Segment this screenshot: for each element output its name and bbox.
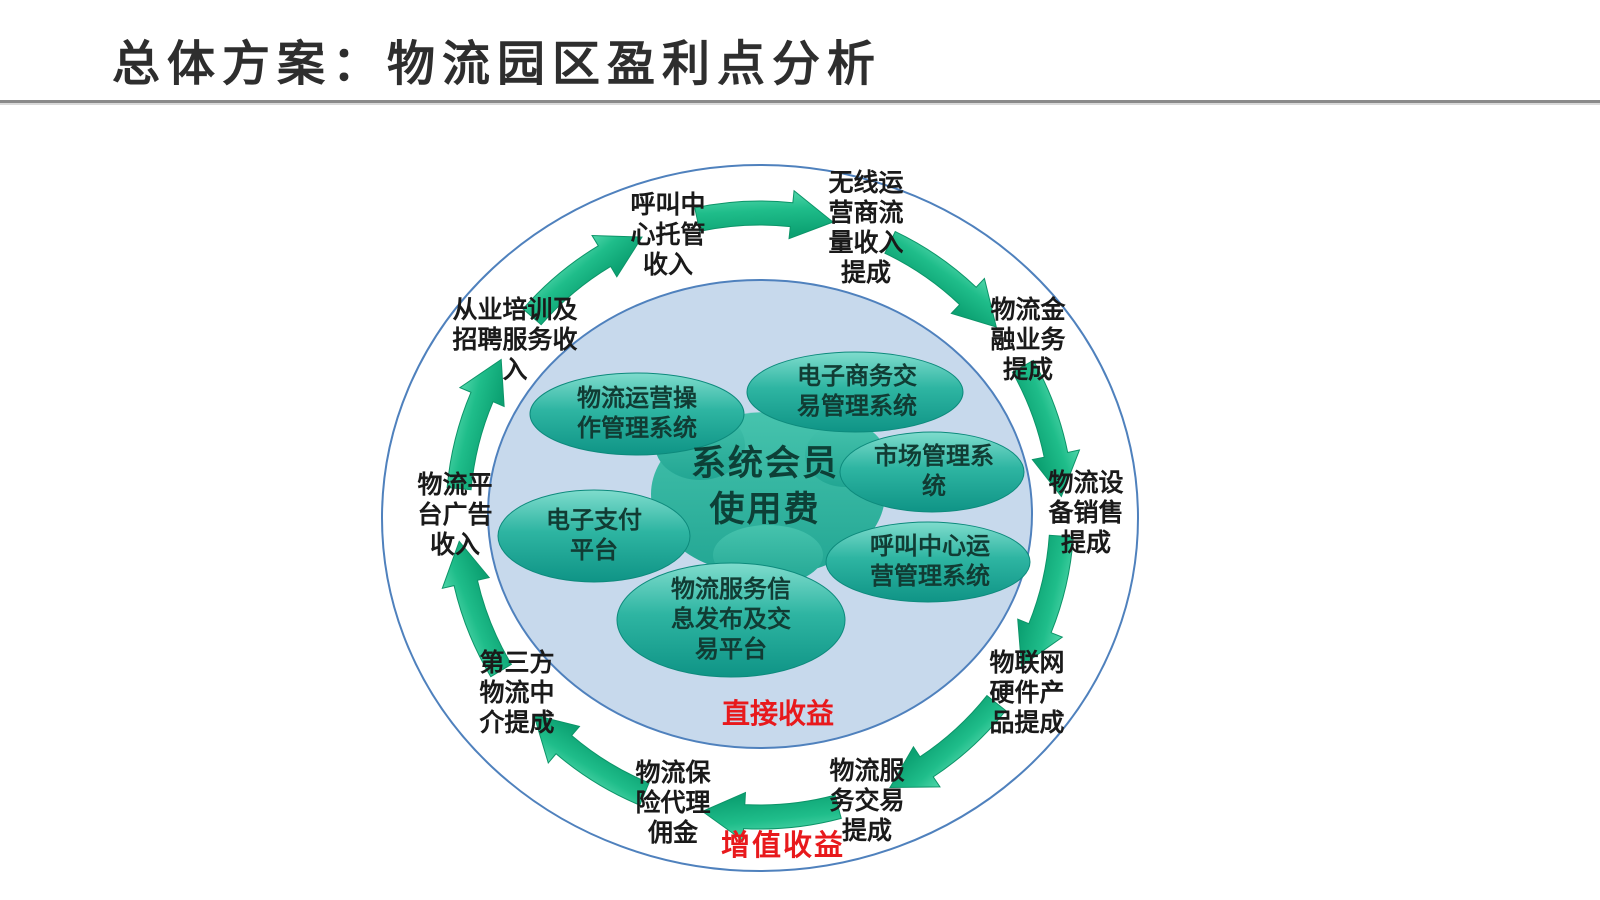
ellipse-ecommerce-trade-mgmt-system [746, 351, 964, 433]
ellipse-logistics-info-trade-platform [616, 562, 846, 678]
revenue-label-service-transaction: 物流服 务交易 提成 [829, 757, 905, 845]
center-fee-label: 系统会员 使用费 [690, 444, 840, 529]
system-label-ecommerce-trade: 电子商务交 易管理系统 [797, 363, 917, 420]
revenue-label-training-recruitment: 从业培训及 招聘服务收 入 [452, 296, 578, 384]
revenue-label-equipment-sales: 物流设 备销售 提成 [1048, 469, 1124, 557]
revenue-label-insurance-agency: 物流保 险代理 佣金 [635, 759, 711, 847]
revenue-label-platform-advertising: 物流平 台广告 收入 [417, 471, 493, 559]
revenue-label-third-party-intermediary: 第三方 物流中 介提成 [479, 649, 555, 737]
system-label-logistics-operation: 物流运营操 作管理系统 [577, 385, 697, 442]
page-title: 总体方案：物流园区盈利点分析 [112, 38, 883, 91]
ellipse-market-mgmt-system [839, 431, 1025, 513]
revenue-label-call-center-hosting: 呼叫中 心托管 收入 [630, 191, 706, 279]
zone-label-value-added-income: 增值收益 [720, 830, 846, 862]
system-label-e-payment: 电子支付 平台 [546, 507, 642, 564]
zone-label-direct-income: 直接收益 [721, 698, 835, 729]
ellipse-e-payment-platform [497, 489, 691, 583]
revenue-label-iot-hardware: 物联网 硬件产 品提成 [989, 649, 1065, 737]
revenue-label-wireless-carrier-traffic: 无线运 营商流 量收入 提成 [828, 169, 904, 287]
title-divider [0, 100, 1600, 105]
ellipse-call-center-ops-mgmt-system [825, 521, 1031, 603]
ellipse-logistics-operation-mgmt-system [529, 372, 745, 456]
system-label-logistics-info: 物流服务信 息发布及交 易平台 [671, 576, 791, 663]
system-label-market-mgmt: 市场管理系 统 [874, 443, 994, 500]
system-label-call-center-ops: 呼叫中心运 营管理系统 [870, 533, 990, 590]
revenue-label-logistics-finance: 物流金 融业务 提成 [990, 296, 1066, 384]
